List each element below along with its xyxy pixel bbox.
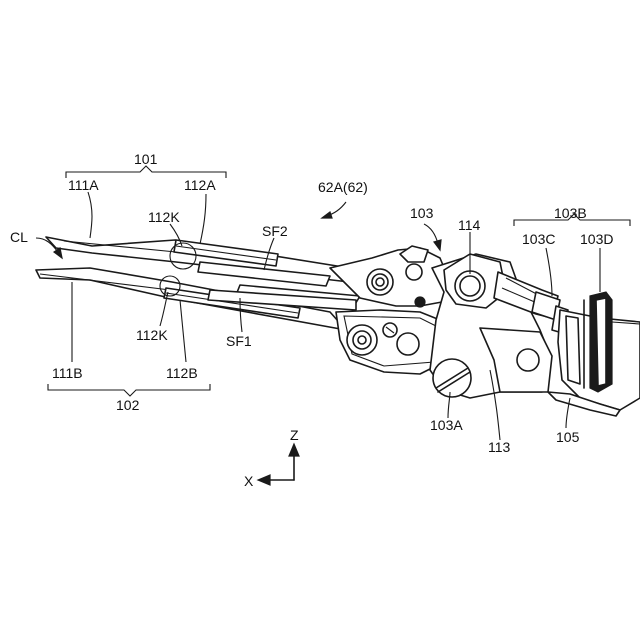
screw-103A [433,359,471,397]
label-SF2: SF2 [262,223,288,239]
label-62A: 62A(62) [318,179,368,195]
label-103C: 103C [522,231,555,247]
label-113: 113 [488,439,511,455]
label-103B: 103B [554,205,587,221]
label-111A: 111A [68,177,99,193]
label-102: 102 [116,397,140,413]
label-112K-bottom: 112K [136,327,168,343]
coordinate-axes [258,444,299,485]
label-112K-top: 112K [148,209,180,225]
brace-102 [48,384,210,396]
label-112B: 112B [166,365,198,381]
label-CL: CL [10,229,28,245]
label-105: 105 [556,429,580,445]
label-101: 101 [134,151,158,167]
label-114: 114 [458,217,481,233]
label-103: 103 [410,205,434,221]
label-103A: 103A [430,417,463,433]
axis-label-z: Z [290,427,299,443]
label-112A: 112A [184,177,216,193]
label-111B: 111B [52,365,83,381]
cylinder-103B [558,292,640,410]
label-103D: 103D [580,231,613,247]
label-SF1: SF1 [226,333,252,349]
axis-label-x: X [244,473,254,489]
